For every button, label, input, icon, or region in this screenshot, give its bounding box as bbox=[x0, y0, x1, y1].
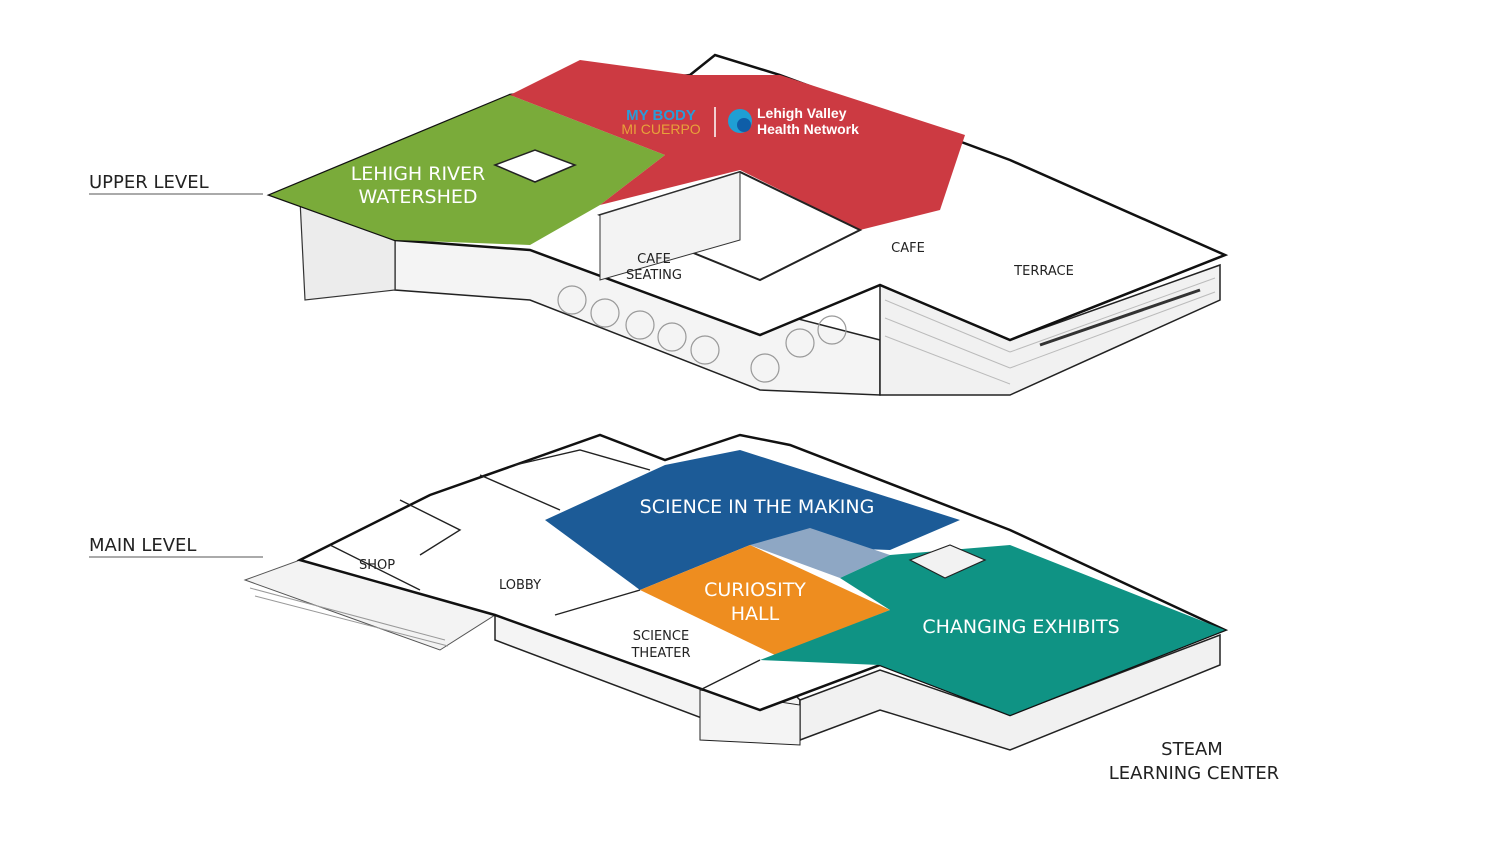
lvhn-logo-line1: Lehigh Valley bbox=[757, 105, 847, 121]
science-theater-label-line2: THEATER bbox=[630, 646, 690, 661]
science-in-the-making-label: SCIENCE IN THE MAKING bbox=[640, 496, 875, 518]
main-level-plan: SCIENCE IN THE MAKING CURIOSITY HALL CHA… bbox=[243, 433, 1229, 751]
terrace-outline bbox=[879, 254, 1226, 342]
steam-learning-center-line2: LEARNING CENTER bbox=[1109, 763, 1279, 784]
cafe-label: CAFE bbox=[891, 241, 925, 256]
vitruvian-figures-decor bbox=[557, 285, 847, 383]
main-east-wall bbox=[799, 633, 1221, 751]
cafe-seating-label-line1: CAFE bbox=[637, 252, 671, 267]
changing-exhibits-label: CHANGING EXHIBITS bbox=[922, 616, 1119, 638]
lvhn-logo-icon-inner bbox=[737, 118, 751, 132]
transition-zone bbox=[750, 528, 890, 578]
main-room-lines bbox=[329, 449, 761, 691]
upper-light-well bbox=[492, 149, 578, 183]
watershed-label-line2: WATERSHED bbox=[358, 186, 477, 208]
my-body-logo-text: MY BODY bbox=[626, 107, 696, 124]
curiosity-hall-zone bbox=[640, 545, 890, 655]
lobby-label: LOBBY bbox=[499, 578, 541, 593]
steps-lines bbox=[249, 587, 449, 647]
watershed-label-line1: LEHIGH RIVER bbox=[351, 163, 486, 185]
science-in-the-making-zone bbox=[545, 450, 960, 590]
main-level-label: MAIN LEVEL bbox=[89, 535, 196, 556]
my-body-mi-cuerpo-zone bbox=[510, 60, 965, 230]
science-theater-label-line1: SCIENCE bbox=[633, 629, 689, 644]
atrium-inner-wall bbox=[599, 171, 741, 281]
mi-cuerpo-logo-text: MI CUERPO bbox=[621, 121, 700, 137]
upper-level-label: UPPER LEVEL bbox=[89, 172, 209, 193]
terrace-label: TERRACE bbox=[1013, 264, 1074, 279]
curiosity-hall-label-line1: CURIOSITY bbox=[704, 579, 806, 601]
shop-label: SHOP bbox=[359, 558, 395, 573]
cafe-seating-label-line2: SEATING bbox=[626, 268, 682, 283]
terrace-stone-pattern bbox=[884, 277, 1216, 385]
main-stair-core bbox=[908, 544, 987, 579]
lvhn-logo-line2: Health Network bbox=[757, 121, 859, 137]
changing-exhibits-zone bbox=[760, 545, 1225, 715]
steam-learning-center-line1: STEAM bbox=[1161, 739, 1223, 760]
curiosity-hall-label-line2: HALL bbox=[731, 603, 780, 625]
upper-level-plan: LEHIGH RIVER WATERSHED MY BODY MI CUERPO… bbox=[266, 53, 1229, 396]
lehigh-river-watershed-zone bbox=[270, 95, 665, 245]
